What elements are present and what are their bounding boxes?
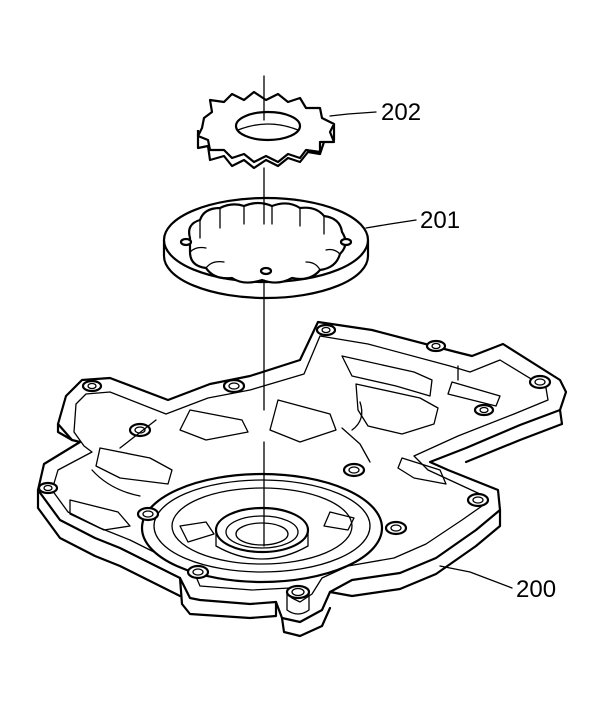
outer-rotor-ring	[162, 196, 370, 300]
callout-201: 201	[365, 207, 460, 234]
callout-label-202: 202	[381, 99, 421, 126]
callout-label-200: 200	[516, 576, 556, 603]
callout-label-201: 201	[420, 207, 460, 234]
callout-200: 200	[439, 565, 556, 603]
callout-202: 202	[329, 99, 421, 126]
pump-cover-plate	[36, 320, 568, 638]
bolt-holes	[37, 323, 552, 615]
inner-rotor-gear	[196, 90, 336, 170]
